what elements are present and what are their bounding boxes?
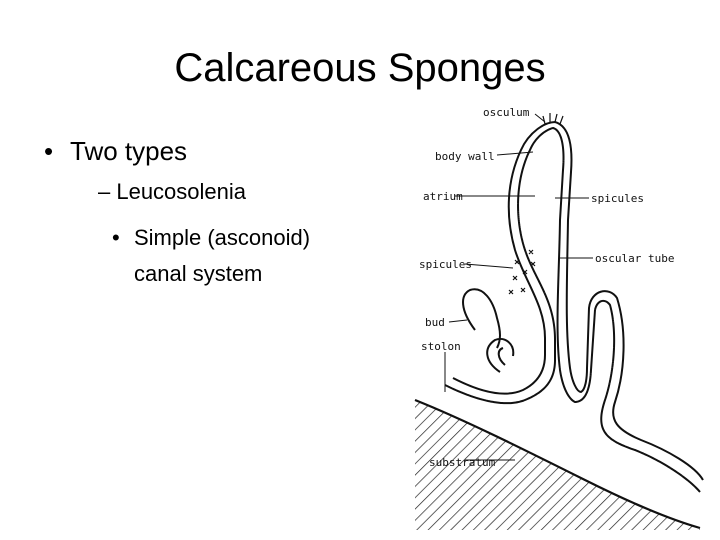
label-substratum: substratum	[429, 456, 496, 469]
bullet-marker: •	[112, 220, 120, 256]
label-oscular-tube: oscular tube	[595, 252, 674, 265]
bullet-list: • Two types – Leucosolenia • Simple (asc…	[0, 0, 400, 540]
bullet-text-line-2: canal system	[134, 256, 262, 292]
sponge-drawing: osculum body wall atrium spicules spicul…	[405, 100, 705, 530]
label-body-wall: body wall	[435, 150, 495, 163]
label-spicules-right: spicules	[591, 192, 644, 205]
bullet-marker: •	[44, 134, 53, 168]
leucosolenia-diagram: osculum body wall atrium spicules spicul…	[405, 100, 705, 530]
sub-bullet-leucosolenia: – Leucosolenia	[98, 178, 246, 206]
label-atrium: atrium	[423, 190, 463, 203]
label-stolon: stolon	[421, 340, 461, 353]
bud	[487, 339, 513, 372]
label-osculum: osculum	[483, 106, 530, 119]
bullet-text-line-1: Simple (asconoid)	[134, 220, 310, 256]
label-bud: bud	[425, 316, 445, 329]
label-spicules-left: spicules	[419, 258, 472, 271]
bullet-text: Two types	[70, 134, 187, 168]
